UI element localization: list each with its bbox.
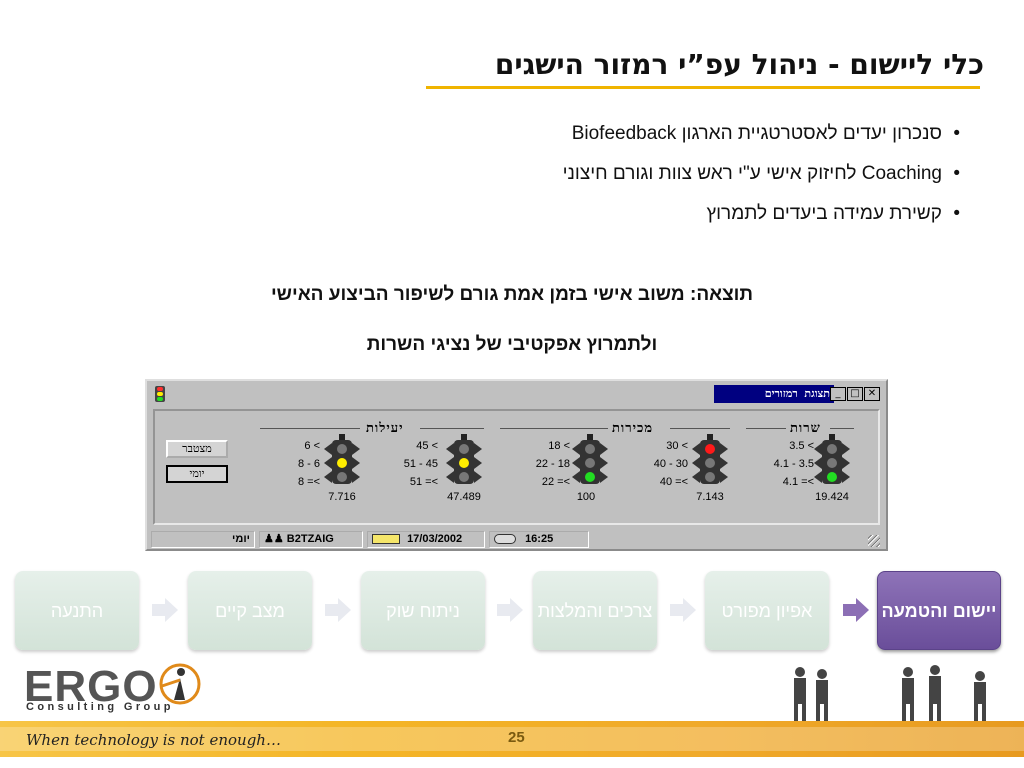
traffic-light — [446, 434, 482, 486]
threshold-label: 18 < — [548, 440, 570, 452]
arrow-icon — [325, 598, 351, 622]
group-line-sales — [500, 428, 608, 429]
step-market-analysis: ניתוח שוק — [361, 571, 485, 650]
group-line-sales-right — [670, 428, 730, 429]
threshold-label: 22 =< — [541, 476, 570, 488]
business-people-icon — [794, 665, 986, 722]
status-date: 17/03/2002 — [407, 533, 463, 545]
group-line-service-right — [830, 428, 854, 429]
threshold-label: 8 - 6 — [297, 458, 320, 470]
threshold-label: 22 - 18 — [535, 458, 570, 470]
threshold-label: 4.1 =< — [782, 476, 814, 488]
red-lamp — [585, 444, 595, 454]
status-user: B2TZAIG — [286, 533, 334, 545]
red-lamp — [705, 444, 715, 454]
slide-title: כלי ליישום - ניהול עפ”י רמזור הישגים — [494, 48, 984, 81]
traffic-light-icon[interactable] — [155, 386, 165, 402]
logo-subtitle: Consulting Group — [26, 701, 174, 713]
bullet-item: Coaching לחיזוק אישי ע"י ראש צוות וגורם … — [360, 154, 960, 194]
bullet-item: קשירת עמידה ביעדים לתמרוץ — [360, 194, 960, 234]
bullet-item: סנכרון יעדים לאסטרטגיית הארגון Biofeedba… — [360, 114, 960, 154]
logo-figure-icon — [159, 663, 201, 705]
threshold-label: 51 =< — [409, 476, 438, 488]
group-title-sales: מכירות — [612, 421, 654, 436]
threshold-label: 40 - 30 — [653, 458, 688, 470]
cumulative-button[interactable]: מצטבר — [166, 440, 228, 458]
close-button[interactable]: ✕ — [864, 387, 880, 401]
yellow-lamp — [705, 458, 715, 468]
status-time: 16:25 — [525, 533, 554, 545]
minimize-button[interactable]: _ — [830, 387, 846, 401]
yellow-lamp — [337, 458, 347, 468]
ergo-logo: ERGO — [24, 662, 158, 711]
page-number: 25 — [508, 729, 525, 746]
group-line-efficiency — [260, 428, 360, 429]
group-line-efficiency-right — [420, 428, 484, 429]
resize-grip[interactable] — [868, 535, 880, 547]
kpi-value: 7.143 — [696, 491, 724, 503]
window-title: תצוגת רמזורים — [764, 387, 830, 400]
result-line-1: תוצאה: משוב אישי בזמן אמת גורם לשיפור הב… — [270, 284, 754, 305]
tagline: When technology is not enough… — [26, 731, 281, 749]
status-bar: יומי ♟♟ B2TZAIG 17/03/2002 16:25 — [151, 531, 882, 549]
traffic-light — [572, 434, 608, 486]
arrow-icon — [843, 598, 869, 622]
step-implementation: יישום והטמעה — [877, 571, 1001, 650]
calendar-icon — [372, 534, 400, 545]
kpi-value: 100 — [576, 491, 596, 503]
step-kickoff: התנעה — [15, 571, 139, 650]
green-lamp — [585, 472, 595, 482]
threshold-label: 30 < — [666, 440, 688, 452]
arrow-icon — [670, 598, 696, 622]
red-lamp — [337, 444, 347, 454]
status-time-cell: 16:25 — [489, 531, 589, 548]
group-line-service — [746, 428, 786, 429]
step-needs: צרכים והמלצות — [533, 571, 657, 650]
maximize-button[interactable]: □ — [847, 387, 863, 401]
kpi-value: 7.716 — [328, 491, 356, 503]
red-lamp — [459, 444, 469, 454]
bullet-list: סנכרון יעדים לאסטרטגיית הארגון Biofeedba… — [360, 114, 960, 234]
traffic-light — [692, 434, 728, 486]
threshold-label: 6 < — [304, 440, 320, 452]
status-mode: יומי — [151, 531, 255, 548]
daily-button[interactable]: יומי — [166, 465, 228, 483]
green-lamp — [459, 472, 469, 482]
threshold-label: 4.1 - 3.5 — [773, 458, 814, 470]
clock-icon — [494, 534, 516, 545]
green-lamp — [337, 472, 347, 482]
threshold-label: 40 =< — [659, 476, 688, 488]
yellow-lamp — [827, 458, 837, 468]
arrow-icon — [152, 598, 178, 622]
threshold-label: 51 - 45 — [403, 458, 438, 470]
kpi-value: 19.424 — [815, 491, 849, 503]
yellow-lamp — [459, 458, 469, 468]
traffic-light — [814, 434, 850, 486]
step-detailed-spec: אפיון מפורט — [705, 571, 829, 650]
threshold-label: 8 =< — [297, 476, 320, 488]
traffic-light — [324, 434, 360, 486]
red-lamp — [827, 444, 837, 454]
arrow-icon — [497, 598, 523, 622]
green-lamp — [827, 472, 837, 482]
threshold-label: 45 < — [416, 440, 438, 452]
footer-band — [0, 727, 1024, 751]
window-title-highlight — [714, 385, 834, 403]
group-title-service: שרות — [790, 421, 821, 436]
kpi-value: 47.489 — [447, 491, 481, 503]
window-titlebar[interactable]: תצוגת רמזורים _ □ ✕ — [149, 383, 884, 405]
status-date-cell: 17/03/2002 — [367, 531, 485, 548]
green-lamp — [705, 472, 715, 482]
yellow-lamp — [585, 458, 595, 468]
status-user-cell: ♟♟ B2TZAIG — [259, 531, 363, 548]
group-title-efficiency: יעילות — [366, 421, 404, 436]
footer-bar — [0, 721, 1024, 757]
step-current-state: מצב קיים — [188, 571, 312, 650]
result-line-2: ולתמרוץ אפקטיבי של נציגי השרות — [366, 334, 658, 355]
users-icon: ♟♟ — [264, 533, 284, 545]
title-underline — [426, 86, 980, 89]
threshold-label: 3.5 < — [789, 440, 814, 452]
